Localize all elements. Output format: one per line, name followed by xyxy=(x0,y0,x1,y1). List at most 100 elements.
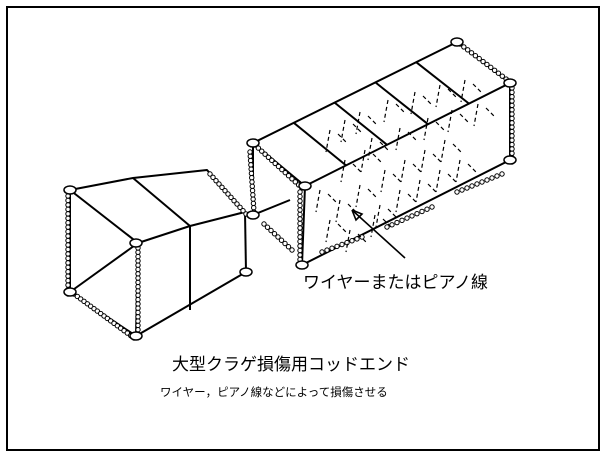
float-oval xyxy=(246,210,260,220)
wire-dash xyxy=(355,111,361,135)
label-arrow xyxy=(351,209,406,259)
rope-bead xyxy=(480,58,486,65)
rope-bead xyxy=(509,102,515,109)
codend-box xyxy=(252,41,511,266)
rope-bead xyxy=(499,73,506,79)
wire-segments xyxy=(315,79,495,253)
rope-bead xyxy=(297,211,303,218)
rope-bead xyxy=(269,157,275,164)
wire-dash xyxy=(357,233,367,243)
rope-bead xyxy=(509,98,515,104)
wire-dash xyxy=(395,103,405,113)
funnel-top-rib xyxy=(132,177,191,227)
wire-dash xyxy=(435,169,441,193)
rope-bead xyxy=(248,170,255,177)
rope-bead xyxy=(472,52,479,59)
rope-bead xyxy=(509,150,515,156)
rope-bead xyxy=(135,292,141,298)
wire-dash xyxy=(340,159,346,183)
rope-bead xyxy=(65,242,71,248)
rope-bead xyxy=(394,219,400,226)
rope-bead xyxy=(389,222,395,228)
rope-bead xyxy=(261,221,267,227)
wire-dash xyxy=(352,163,362,173)
rope-bead xyxy=(489,175,495,181)
wire-dash xyxy=(335,199,341,223)
wire-dash xyxy=(360,149,366,173)
rope-bead xyxy=(65,206,71,213)
rope-bead xyxy=(297,243,303,249)
rope-bead xyxy=(484,61,490,68)
rope-bead xyxy=(250,196,256,202)
rope-bead xyxy=(292,179,298,185)
rope-bead xyxy=(339,241,345,248)
rope-bead xyxy=(297,207,303,213)
float-oval xyxy=(450,37,464,47)
rope-bead xyxy=(459,187,465,193)
rope-bead xyxy=(509,137,515,143)
wire-dash xyxy=(427,183,437,193)
float-oval xyxy=(129,238,143,248)
wire-dash xyxy=(447,173,457,183)
wire-dash xyxy=(325,129,331,153)
diagram-subtitle: ワイヤー，ピアノ線などによって損傷させる xyxy=(160,385,388,399)
rope-bead xyxy=(334,243,340,250)
float-oval xyxy=(129,331,143,341)
rope-bead xyxy=(251,205,257,211)
rope-bead xyxy=(135,284,141,290)
rope-bead xyxy=(464,47,471,53)
rope-bead xyxy=(297,216,303,222)
rope-bead xyxy=(65,273,71,279)
rope-bead xyxy=(265,154,272,160)
rope-bead xyxy=(228,194,234,201)
rope-bead xyxy=(461,44,467,50)
wire-dash xyxy=(422,95,432,105)
rope-bead xyxy=(135,258,141,264)
rope-bead xyxy=(219,184,225,191)
rope-bead xyxy=(509,133,515,139)
rope-bead xyxy=(65,202,71,208)
rope-bead xyxy=(289,176,295,182)
wire-dash xyxy=(412,163,422,173)
wire-dash xyxy=(372,153,382,163)
rope-bead xyxy=(468,50,475,56)
rope-bead xyxy=(479,179,485,185)
float-oval xyxy=(63,287,77,297)
wire-dash xyxy=(315,189,321,213)
wire-dash xyxy=(375,204,381,228)
wire-dash xyxy=(410,91,416,115)
float-oval xyxy=(503,155,517,165)
wire-dash xyxy=(367,188,377,198)
float-oval xyxy=(298,181,312,191)
rope-bead xyxy=(249,183,255,189)
rope-bead xyxy=(359,234,365,240)
wire-dash xyxy=(379,141,389,151)
rope-bead xyxy=(135,322,141,329)
wire-dash xyxy=(370,214,376,238)
wire-dash xyxy=(432,153,442,163)
rope-bead xyxy=(297,234,303,240)
rope-bead xyxy=(234,201,240,207)
rope-bead xyxy=(409,213,415,219)
rope-bead xyxy=(297,189,303,195)
float-oval xyxy=(503,78,517,88)
float-ovals xyxy=(63,37,517,341)
rope-bead xyxy=(509,124,515,130)
rope-bead xyxy=(207,171,213,177)
wire-dash xyxy=(395,189,401,213)
rope-bead xyxy=(297,225,303,231)
rope-bead xyxy=(213,177,219,184)
rope-bead xyxy=(240,207,246,214)
wire-dash xyxy=(472,83,482,93)
wire-dash xyxy=(400,159,406,183)
rope-bead xyxy=(231,197,237,204)
wire-dash xyxy=(383,99,389,123)
box-top-rib-4 xyxy=(415,61,470,105)
rope-bead xyxy=(135,249,141,256)
wire-dash xyxy=(447,88,457,98)
wire-dash xyxy=(387,208,397,218)
wire-dash xyxy=(337,223,347,233)
rope-bead xyxy=(135,266,141,273)
wire-dash xyxy=(473,103,479,127)
